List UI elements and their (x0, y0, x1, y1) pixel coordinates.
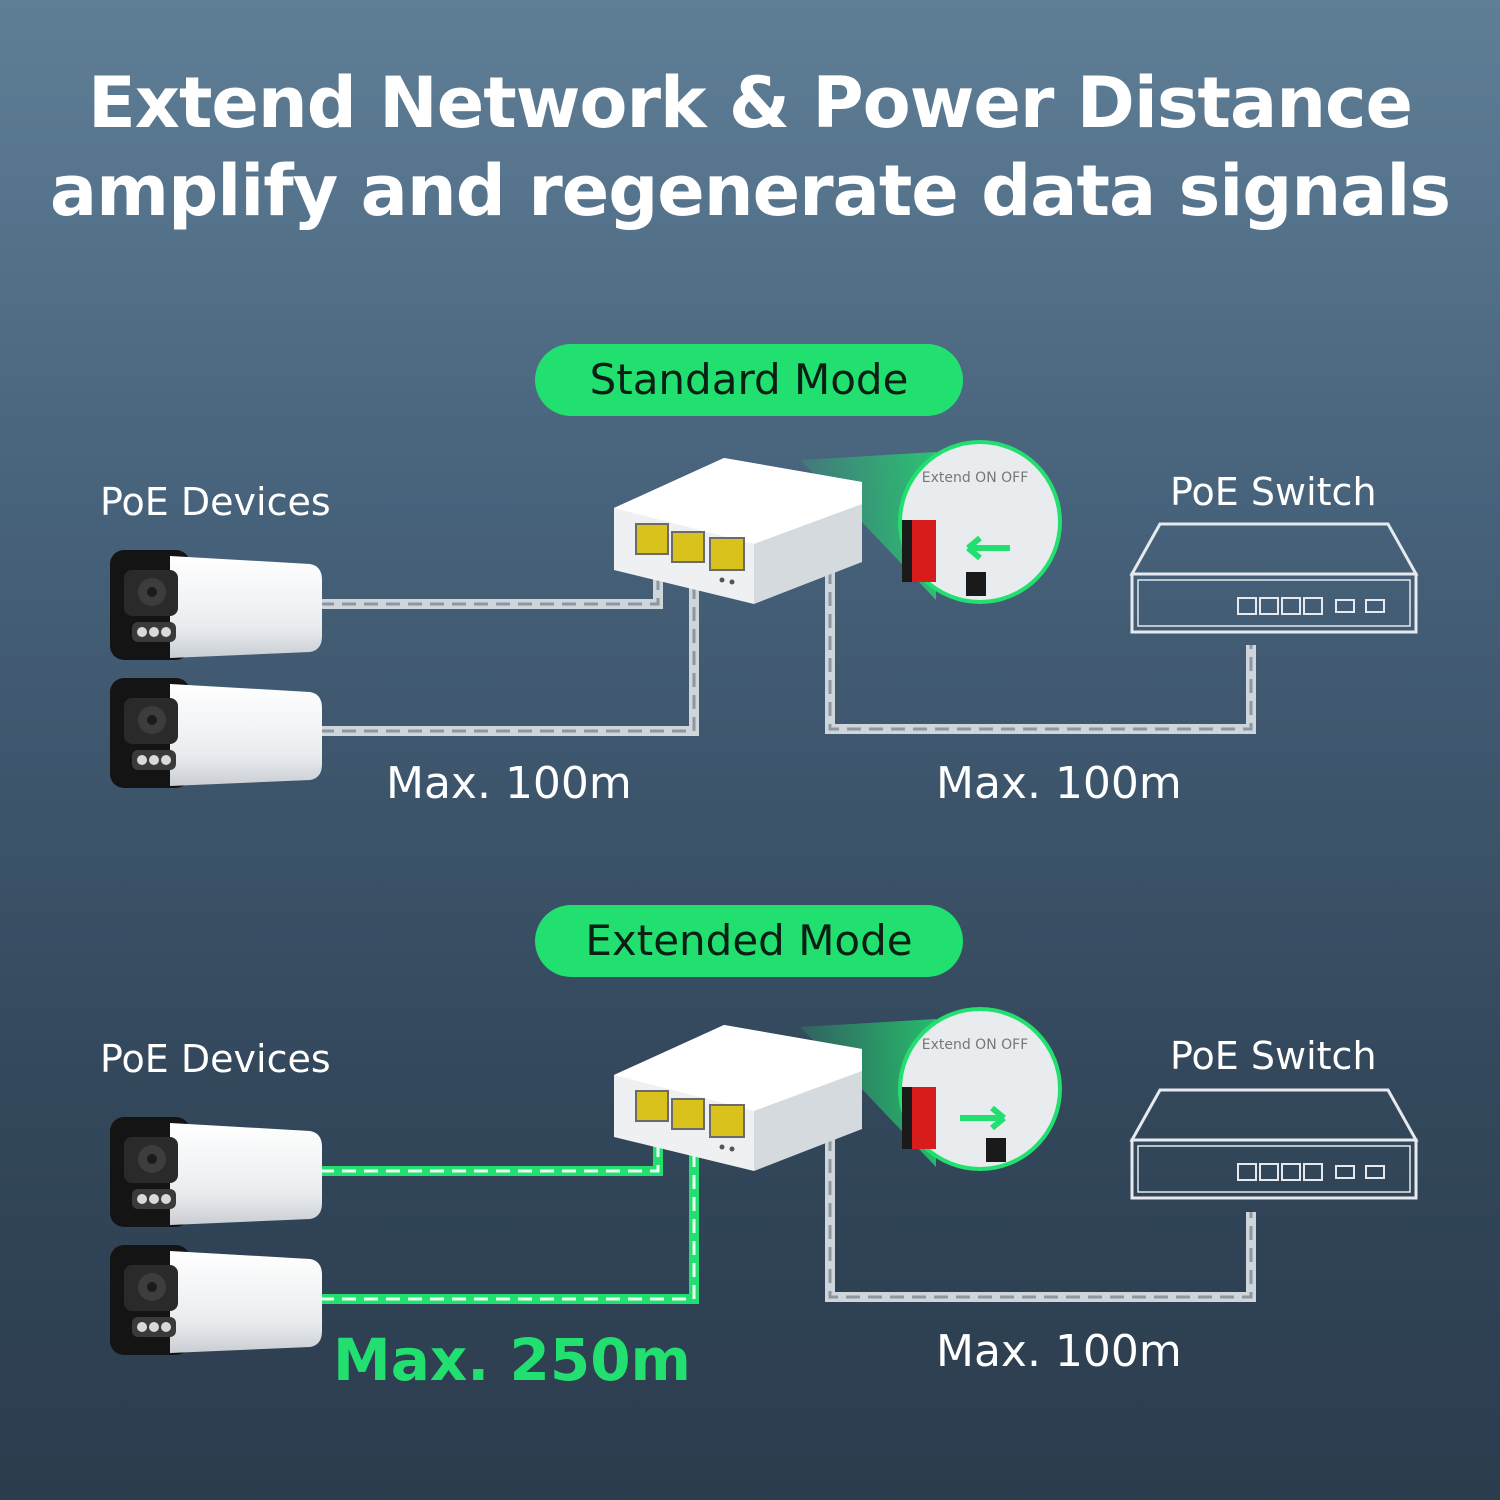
extended-camera-2 (110, 1245, 322, 1355)
standard-switch-label: PoE Switch (1170, 470, 1377, 514)
extended-device-cable-1 (320, 1112, 663, 1176)
standard-mode-pill: Standard Mode (535, 344, 963, 416)
extended-toggle-zoom: Extend ON OFF (898, 1007, 1062, 1171)
extended-toggle-text: Extend ON OFF (922, 1037, 1029, 1053)
extended-switch-cable (825, 1137, 1256, 1302)
standard-device-cable-2 (320, 552, 699, 736)
extended-extender-device (613, 1024, 863, 1172)
standard-camera-1 (110, 550, 322, 660)
extended-camera-1 (110, 1117, 322, 1227)
standard-switch-cable (825, 570, 1256, 734)
standard-switch-distance: Max. 100m (936, 758, 1182, 809)
standard-camera-2 (110, 678, 322, 788)
extended-devices-label: PoE Devices (100, 1037, 331, 1081)
extended-poe-switch (1130, 1088, 1418, 1200)
standard-arrow-left-icon (966, 535, 1010, 561)
standard-toggle-zoom: Extend ON OFF (898, 440, 1062, 604)
standard-poe-switch (1130, 522, 1418, 634)
extended-arrow-right-icon (960, 1105, 1006, 1131)
extended-switch-distance: Max. 100m (936, 1326, 1182, 1377)
standard-device-cable-1 (320, 545, 663, 609)
standard-devices-label: PoE Devices (100, 480, 331, 524)
standard-extender-device (613, 457, 863, 605)
standard-mode-diagram: Extend ON OFF (110, 440, 1418, 788)
extended-switch-label: PoE Switch (1170, 1034, 1377, 1078)
standard-device-distance: Max. 100m (386, 758, 632, 809)
extended-mode-pill: Extended Mode (535, 905, 963, 977)
extended-device-distance: Max. 250m (333, 1326, 691, 1394)
extended-mode-diagram: Extend ON OFF (110, 1007, 1418, 1355)
headline-line-1: Extend Network & Power Distance (87, 62, 1413, 144)
standard-toggle-text: Extend ON OFF (922, 470, 1029, 486)
headline-line-2: amplify and regenerate data signals (49, 150, 1451, 232)
extended-device-cable-2 (320, 1119, 699, 1304)
